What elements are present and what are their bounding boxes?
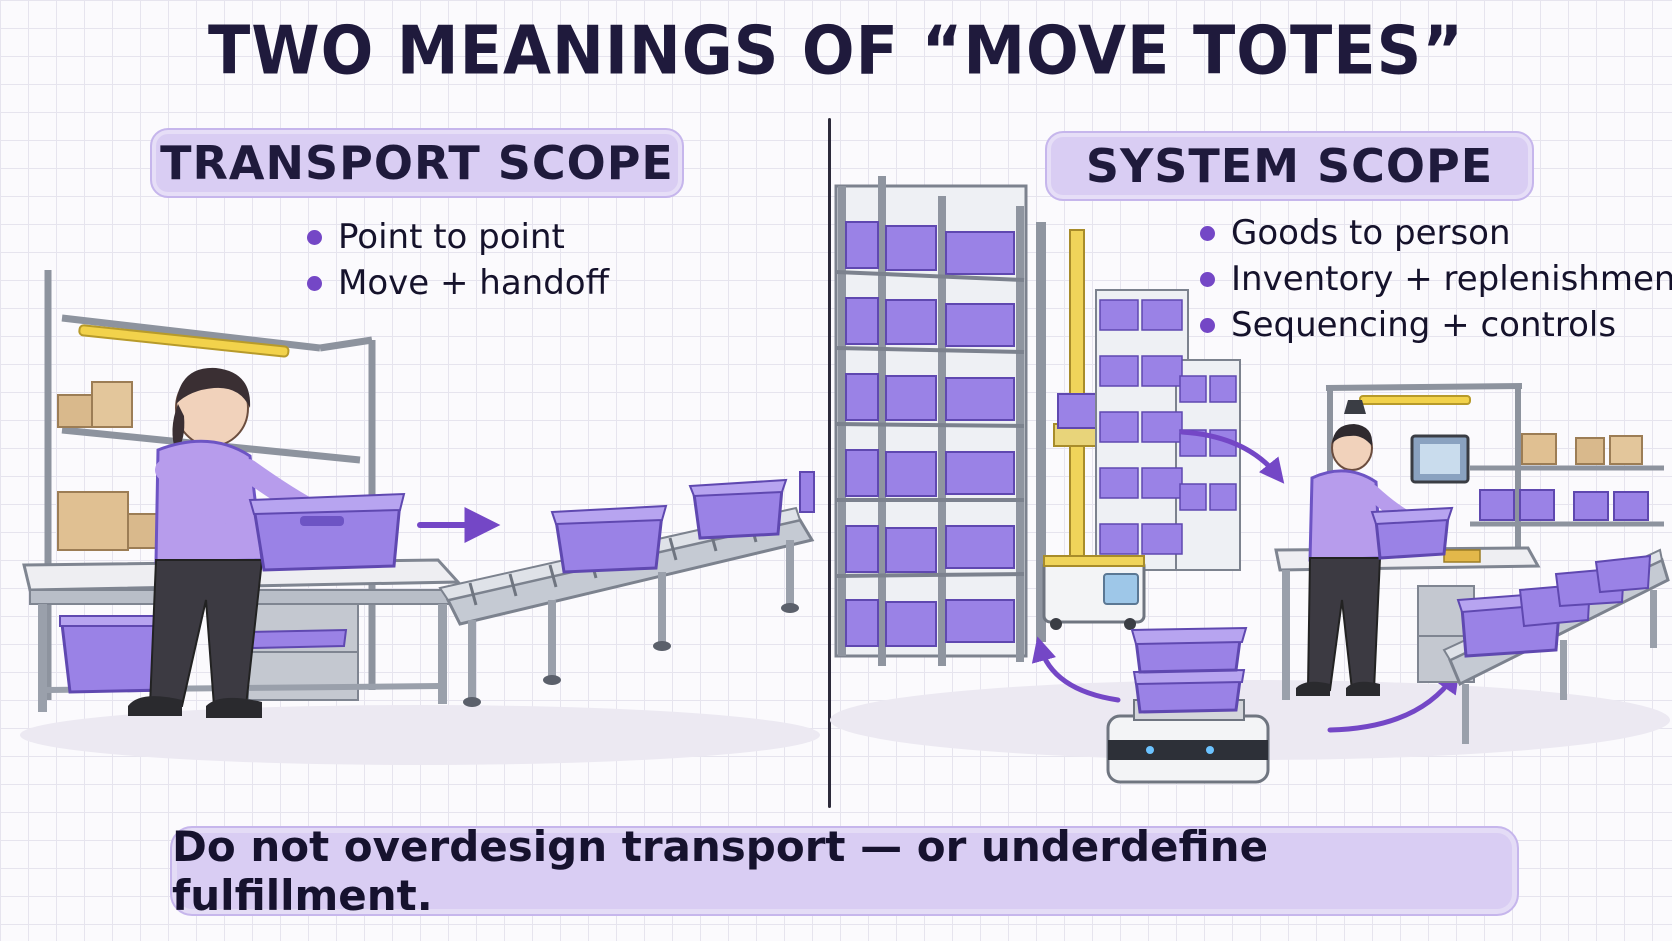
tote-icon bbox=[1132, 668, 1246, 714]
tote-icon bbox=[248, 628, 348, 650]
tote-icon bbox=[550, 504, 668, 574]
bullet-item: Sequencing + controls bbox=[1200, 302, 1672, 348]
packing-table bbox=[1274, 546, 1541, 700]
curved-arrow-icon bbox=[1031, 429, 1460, 733]
task-light bbox=[78, 324, 290, 358]
bullet-item: Inventory + replenishment bbox=[1200, 256, 1672, 302]
bullet-text: Sequencing + controls bbox=[1231, 305, 1617, 345]
bullet-text: Goods to person bbox=[1231, 213, 1511, 253]
robot-icon bbox=[1042, 555, 1146, 630]
tote-icon bbox=[1370, 506, 1454, 560]
bullet-dot-icon bbox=[307, 275, 322, 291]
page-title: TWO MEANINGS OF “MOVE TOTES” bbox=[207, 11, 1465, 90]
system-scope-heading: SYSTEM SCOPE bbox=[1045, 131, 1534, 201]
worker-icon bbox=[128, 367, 329, 718]
tote-icon bbox=[799, 471, 815, 513]
bullet-text: Point to point bbox=[338, 217, 565, 257]
monitor-icon bbox=[1410, 434, 1470, 484]
bullet-item: Point to point bbox=[307, 214, 609, 260]
transport-scope-heading: TRANSPORT SCOPE bbox=[150, 128, 684, 198]
panel-divider bbox=[828, 118, 831, 808]
cardboard-boxes-left bbox=[57, 381, 159, 551]
bullet-dot-icon bbox=[1200, 317, 1215, 333]
worker-icon bbox=[1296, 424, 1418, 696]
bullet-item: Move + handoff bbox=[307, 260, 609, 306]
bullet-item: Goods to person bbox=[1200, 210, 1672, 256]
bullet-text: Inventory + replenishment bbox=[1231, 259, 1672, 299]
rack-shelves bbox=[835, 270, 1025, 578]
bullet-dot-icon bbox=[1200, 271, 1215, 287]
bullet-dot-icon bbox=[307, 229, 322, 245]
bullet-text: Move + handoff bbox=[338, 263, 610, 303]
tote-icon bbox=[59, 615, 173, 694]
floor-shadow-left bbox=[20, 705, 820, 765]
transport-scope-bullets: Point to point Move + handoff bbox=[307, 214, 609, 306]
task-light bbox=[1344, 395, 1471, 414]
bullet-dot-icon bbox=[1200, 225, 1215, 241]
system-scope-bullets: Goods to person Inventory + replenishmen… bbox=[1200, 210, 1672, 348]
rack-totes bbox=[845, 221, 1015, 647]
tote-icon bbox=[1594, 554, 1652, 594]
footer-message: Do not overdesign transport — or underde… bbox=[170, 822, 1519, 920]
shelf-icon bbox=[1095, 289, 1241, 571]
tote-icon bbox=[248, 492, 406, 572]
tote-icon bbox=[1130, 626, 1248, 674]
tote-icon bbox=[688, 478, 788, 540]
shelf-icon bbox=[1470, 433, 1664, 527]
